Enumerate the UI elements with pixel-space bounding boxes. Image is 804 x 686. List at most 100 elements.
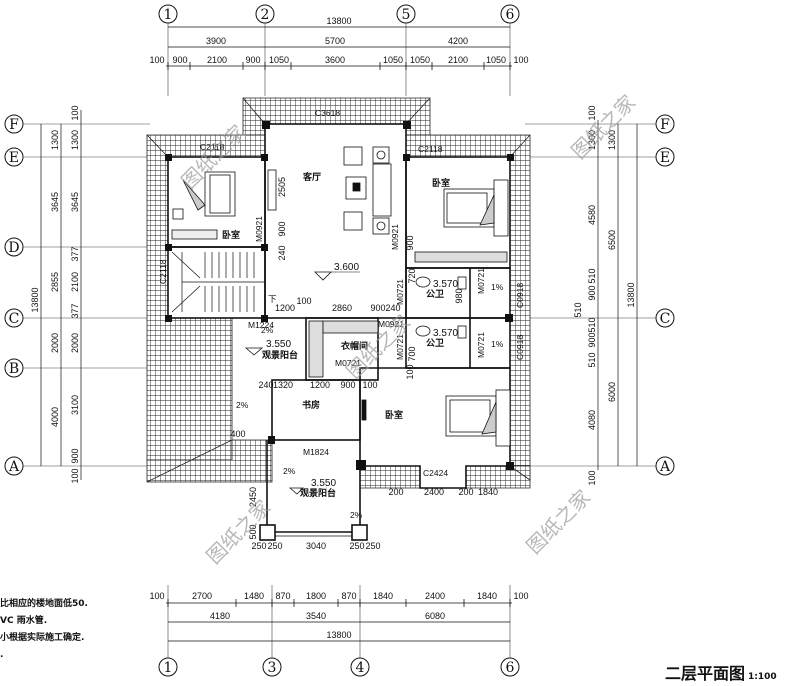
right-dimensions: 100 1300 4580 510 900 510 510 900 510 40… (573, 105, 638, 486)
svg-text:1%: 1% (491, 339, 504, 349)
svg-text:C0918: C0918 (515, 335, 525, 360)
room-balcony-1: 观景阳台 (262, 349, 298, 361)
svg-text:2400: 2400 (424, 487, 444, 497)
svg-text:1050: 1050 (486, 55, 506, 65)
axis-bubble-bottom-1: 1 (158, 657, 178, 677)
svg-text:F: F (9, 117, 19, 133)
svg-text:6500: 6500 (607, 230, 617, 250)
svg-text:A: A (659, 459, 671, 475)
opening-tags: C3618 C2118 C2118 C2118 C0918 C0918 C242… (158, 108, 525, 478)
note-line: 比相应的楼地面低50. (0, 599, 88, 609)
axis-bubble-left-D: D (4, 237, 24, 257)
svg-text:图纸之家: 图纸之家 (522, 485, 596, 559)
svg-text:1050: 1050 (383, 55, 403, 65)
design-notes: 比相应的楼地面低50. VC 雨水管. 小根据实际施工确定. . (0, 596, 88, 664)
axis-bubble-bottom-3: 3 (262, 657, 282, 677)
room-balcony-2: 观景阳台 (300, 487, 336, 499)
svg-text:870: 870 (341, 591, 356, 601)
svg-text:3540: 3540 (306, 611, 326, 621)
svg-text:510: 510 (587, 317, 597, 332)
svg-text:900: 900 (340, 380, 355, 390)
svg-text:377: 377 (70, 303, 80, 318)
svg-text:F: F (660, 117, 670, 133)
room-labels: 客厅 卧室 卧室 卧室 书房 衣帽间 公卫 公卫 观景阳台 观景阳台 (222, 171, 450, 499)
axis-bubble-right-C: C (655, 308, 675, 328)
svg-text:3.570: 3.570 (433, 279, 458, 290)
room-bedroom-se: 卧室 (385, 409, 403, 421)
svg-text:2%: 2% (236, 400, 249, 410)
elevation-marks: 3.600 3.550 3.550 3.570 3.570 2% 2% 2% 2… (236, 262, 504, 520)
svg-text:2100: 2100 (448, 55, 468, 65)
svg-text:100: 100 (149, 55, 164, 65)
svg-text:900: 900 (370, 303, 385, 313)
svg-text:C2118: C2118 (200, 142, 225, 152)
svg-text:2450: 2450 (248, 487, 258, 507)
svg-text:900: 900 (587, 332, 597, 347)
svg-text:A: A (8, 459, 20, 475)
svg-text:图纸之家: 图纸之家 (567, 90, 641, 164)
svg-text:4200: 4200 (448, 36, 468, 46)
svg-text:5700: 5700 (325, 36, 345, 46)
svg-text:M1824: M1824 (303, 447, 329, 457)
top-dimensions: 13800 3900 5700 4200 100 900 2100 900 10… (149, 16, 529, 70)
svg-text:100: 100 (70, 105, 80, 120)
svg-text:250: 250 (349, 541, 364, 551)
room-bedroom-nw: 卧室 (222, 229, 240, 241)
columns (165, 121, 514, 470)
svg-text:2%: 2% (350, 510, 363, 520)
svg-text:C2118: C2118 (418, 144, 443, 154)
svg-text:1300: 1300 (607, 130, 617, 150)
svg-text:2505: 2505 (277, 177, 287, 197)
svg-text:250: 250 (267, 541, 282, 551)
svg-text:510: 510 (573, 302, 583, 317)
left-dimensions: 13800 1300 3645 2855 2000 4000 100 1300 … (30, 105, 82, 484)
svg-text:400: 400 (230, 429, 245, 439)
svg-text:2860: 2860 (332, 303, 352, 313)
svg-text:M0721: M0721 (335, 358, 361, 368)
svg-text:900: 900 (70, 448, 80, 463)
svg-text:4000: 4000 (50, 407, 60, 427)
svg-text:4180: 4180 (210, 611, 230, 621)
axis-bubbles: 1 2 5 6 1 3 4 6 F E D C B A F E C A (4, 4, 675, 677)
svg-text:377: 377 (70, 246, 80, 261)
svg-text:900: 900 (405, 235, 415, 250)
svg-text:1: 1 (164, 7, 173, 23)
svg-text:240: 240 (385, 303, 400, 313)
svg-text:C: C (660, 311, 671, 327)
svg-text:13800: 13800 (626, 282, 636, 307)
svg-text:2: 2 (261, 7, 270, 23)
svg-text:3: 3 (268, 660, 277, 676)
svg-text:1800: 1800 (306, 591, 326, 601)
svg-text:1840: 1840 (477, 591, 497, 601)
svg-text:4580: 4580 (587, 205, 597, 225)
svg-text:980: 980 (454, 288, 464, 303)
svg-text:M0921: M0921 (378, 319, 404, 329)
svg-text:2700: 2700 (192, 591, 212, 601)
axis-bubble-bottom-4: 4 (350, 657, 370, 677)
furniture (171, 146, 511, 447)
svg-text:M0721: M0721 (395, 334, 405, 360)
interior-dimensions: 2505 900 240 1200 100 2860 900 240 1320 … (230, 177, 498, 551)
svg-text:1050: 1050 (269, 55, 289, 65)
svg-text:13800: 13800 (326, 630, 351, 640)
svg-text:1300: 1300 (70, 130, 80, 150)
room-bedroom-ne: 卧室 (432, 177, 450, 189)
svg-text:510: 510 (587, 352, 597, 367)
svg-text:C0918: C0918 (515, 283, 525, 308)
svg-text:1840: 1840 (478, 487, 498, 497)
axis-bubble-left-E: E (4, 147, 24, 167)
svg-text:1300: 1300 (587, 130, 597, 150)
svg-text:100: 100 (296, 296, 311, 306)
axis-bubble-top-1: 1 (158, 4, 178, 24)
svg-text:B: B (9, 361, 19, 377)
axis-bubble-left-B: B (4, 358, 24, 378)
svg-text:1480: 1480 (244, 591, 264, 601)
svg-text:6080: 6080 (425, 611, 445, 621)
svg-text:720: 720 (407, 268, 417, 283)
bottom-dimensions: 100 2700 1480 870 1800 870 1840 2400 184… (149, 591, 529, 642)
svg-text:2%: 2% (261, 325, 274, 335)
note-line: . (0, 650, 4, 660)
svg-text:2%: 2% (283, 466, 296, 476)
svg-text:3900: 3900 (206, 36, 226, 46)
